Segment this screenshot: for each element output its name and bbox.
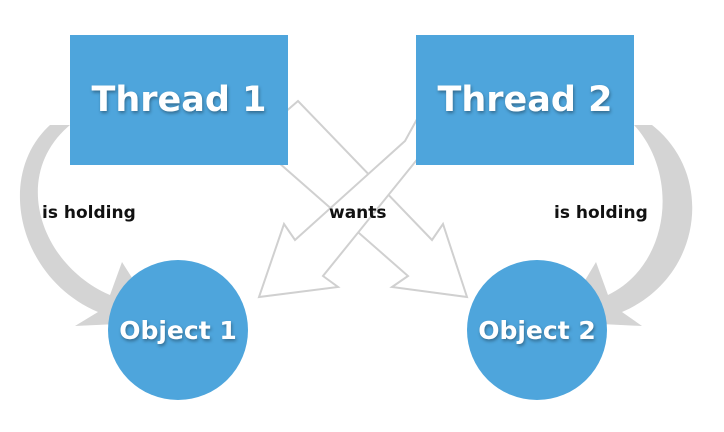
object-2-label: Object 2	[478, 315, 596, 345]
object-1-label: Object 1	[119, 315, 237, 345]
wants-arrow-thread2-to-object1	[257, 99, 451, 299]
thread-1-box: Thread 1	[70, 35, 288, 165]
thread-2-label: Thread 2	[437, 80, 613, 120]
holding-arrow-right	[560, 125, 693, 326]
wants-label: wants	[329, 203, 387, 223]
object-2-circle: Object 2	[467, 260, 607, 400]
is-holding-label-left: is holding	[42, 203, 136, 223]
thread-1-label: Thread 1	[91, 80, 267, 120]
is-holding-label-right: is holding	[554, 203, 648, 223]
holding-arrow-left	[19, 125, 161, 326]
thread-2-box: Thread 2	[416, 35, 634, 165]
object-1-circle: Object 1	[108, 260, 248, 400]
